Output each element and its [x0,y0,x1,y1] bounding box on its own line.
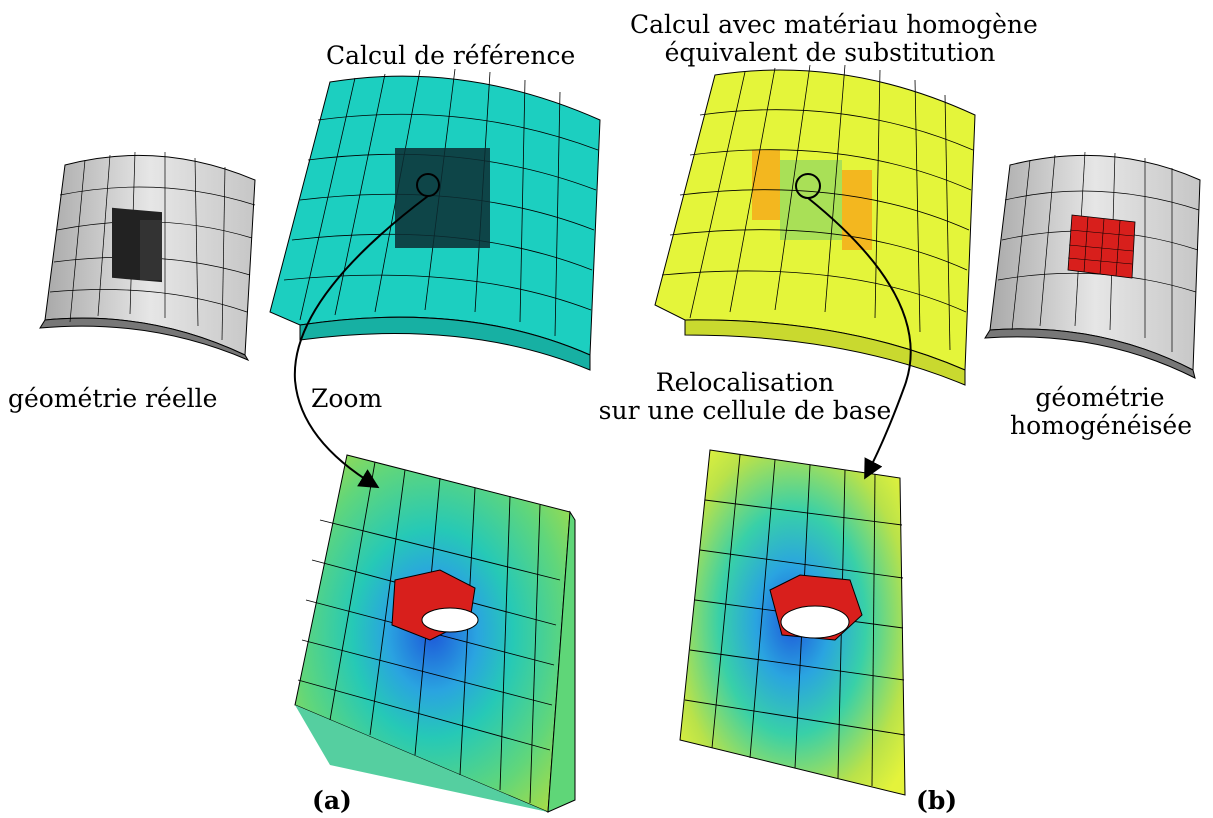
relocalisation-label-line1: Relocalisation [655,368,835,397]
real-geometry-label: géométrie réelle [8,384,218,413]
cell-a-reference [294,454,576,813]
reference-calc-label: Calcul de référence [326,41,576,70]
zoom-arrow [293,195,429,489]
zoom-label: Zoom [311,384,383,413]
panel-a-label: (a) [312,786,352,815]
homogeneous-calc-mesh [654,64,976,386]
cell-b-homogenized [679,449,906,796]
relocalisation-arrow [807,197,912,480]
homogenized-geometry-mesh [984,151,1201,379]
homogenized-geometry-label-line2: homogénéisée [1010,411,1193,440]
relocalisation-label-line2: sur une cellule de base [598,396,892,425]
homogeneous-calc-label-line2: équivalent de substitution [664,38,996,67]
homogenized-geometry-label-line1: géométrie [1035,383,1165,412]
reference-calc-mesh [269,68,601,371]
homogeneous-calc-label-line1: Calcul avec matériau homogène [630,10,1038,39]
real-geometry-mesh [39,151,256,362]
panel-b-label: (b) [916,786,958,815]
